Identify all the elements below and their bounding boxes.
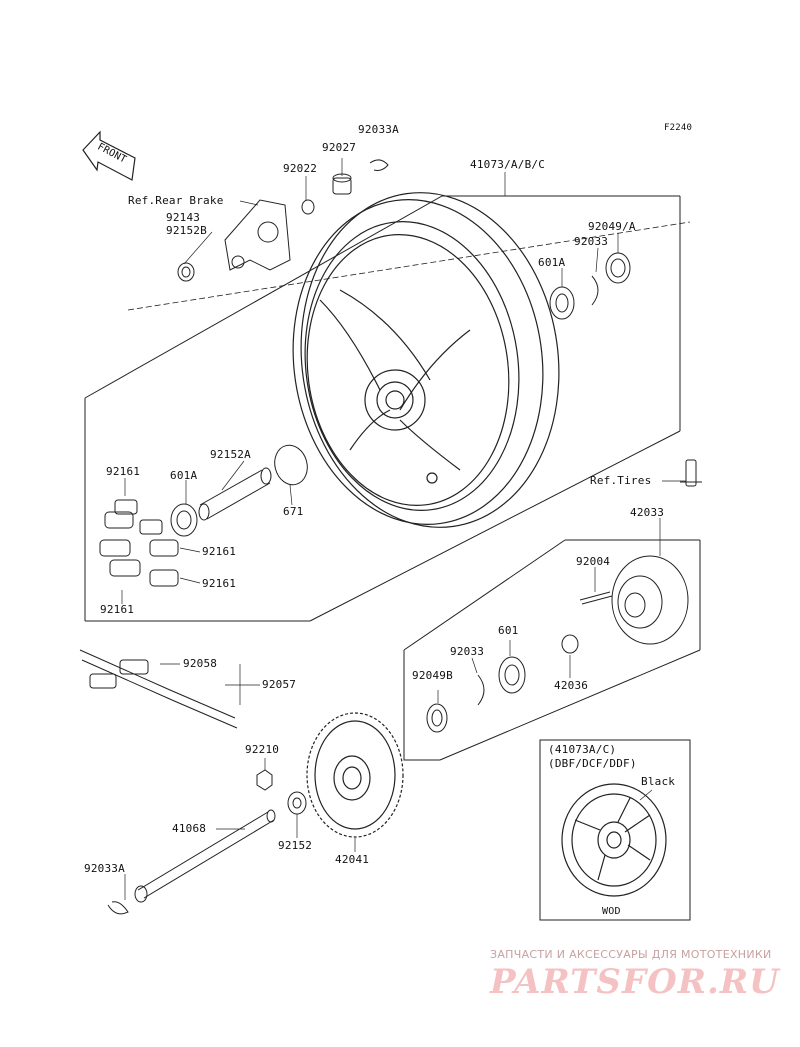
inset-color-label: Black — [641, 775, 676, 788]
circlip-92033-right — [591, 275, 599, 306]
drive-chain-92057 — [79, 649, 238, 729]
label-92161-b: 92161 — [202, 545, 237, 558]
label-92033-right: 92033 — [574, 235, 609, 248]
stud-92004 — [579, 591, 613, 605]
label-42041: 42041 — [335, 853, 370, 866]
clip-92033A-bottom — [107, 901, 129, 915]
rear-sprocket-42041 — [306, 712, 404, 838]
figure-code: F2240 — [664, 123, 693, 133]
label-92210: 92210 — [245, 743, 280, 756]
label-671: 671 — [283, 505, 304, 518]
coupling-group-frame — [403, 650, 440, 761]
inset-wheel — [561, 783, 667, 897]
label-41073: 41073/A/B/C — [470, 158, 546, 171]
inset-box — [539, 739, 691, 921]
label-92058: 92058 — [183, 657, 218, 670]
inset-line-2: (DBF/DCF/DDF) — [548, 757, 637, 770]
inset-line-1: (41073A/C) — [548, 743, 617, 756]
label-92152: 92152 — [278, 839, 313, 852]
label-92027: 92027 — [322, 141, 357, 154]
label-92161-c: 92161 — [202, 577, 237, 590]
rear-brake-bracket — [177, 199, 291, 282]
label-92022: 92022 — [283, 162, 318, 175]
label-92049A: 92049/A — [588, 220, 636, 233]
label-92152B: 92152B — [166, 224, 207, 237]
label-92033A-bottom: 92033A — [84, 862, 125, 875]
bearing-601A-right — [549, 286, 575, 320]
o-ring-671 — [274, 444, 308, 486]
circlip-92033-mid — [477, 674, 485, 706]
seal-92049B — [426, 703, 448, 733]
label-92033A-top: 92033A — [358, 123, 399, 136]
label-92049B: 92049B — [412, 669, 453, 682]
collar-92152A — [198, 467, 272, 521]
watermark-brand: PARTSFOR.RU — [490, 962, 780, 1002]
watermark-subtitle: ЗАПЧАСТИ И АКСЕССУАРЫ ДЛЯ МОТОТЕХНИКИ — [490, 948, 772, 961]
label-601A-left: 601A — [170, 469, 198, 482]
sprocket-coupling-42033 — [611, 555, 689, 645]
collar-92027 — [332, 173, 352, 195]
front-arrow-icon — [82, 130, 136, 181]
tire-valve — [680, 459, 702, 487]
label-92004: 92004 — [576, 555, 611, 568]
label-ref-rear-brake: Ref.Rear Brake — [128, 194, 224, 207]
label-42033: 42033 — [630, 506, 665, 519]
nut-92210 — [256, 769, 273, 791]
label-42036: 42036 — [554, 679, 589, 692]
washer-92022 — [301, 199, 315, 215]
bearing-601A-left — [170, 503, 198, 537]
label-601: 601 — [498, 624, 519, 637]
clip-92033A-top — [369, 159, 389, 171]
inset-footer: WOD — [602, 906, 621, 917]
axle-41068 — [134, 809, 276, 903]
label-92057: 92057 — [262, 678, 297, 691]
label-92161-a: 92161 — [106, 465, 141, 478]
label-ref-tires: Ref.Tires — [590, 474, 652, 487]
rear-wheel — [292, 192, 560, 528]
collar-42036 — [561, 634, 579, 654]
label-92143: 92143 — [166, 211, 201, 224]
label-601A-right: 601A — [538, 256, 566, 269]
seal-92049A — [605, 252, 631, 284]
damper-92161-group — [99, 499, 179, 587]
label-92161-d: 92161 — [100, 603, 135, 616]
label-41068: 41068 — [172, 822, 207, 835]
collar-92152 — [287, 791, 307, 815]
bearing-601 — [498, 656, 526, 694]
label-92152A: 92152A — [210, 448, 251, 461]
wheel-group-frame — [84, 195, 680, 399]
label-92033-mid: 92033 — [450, 645, 485, 658]
